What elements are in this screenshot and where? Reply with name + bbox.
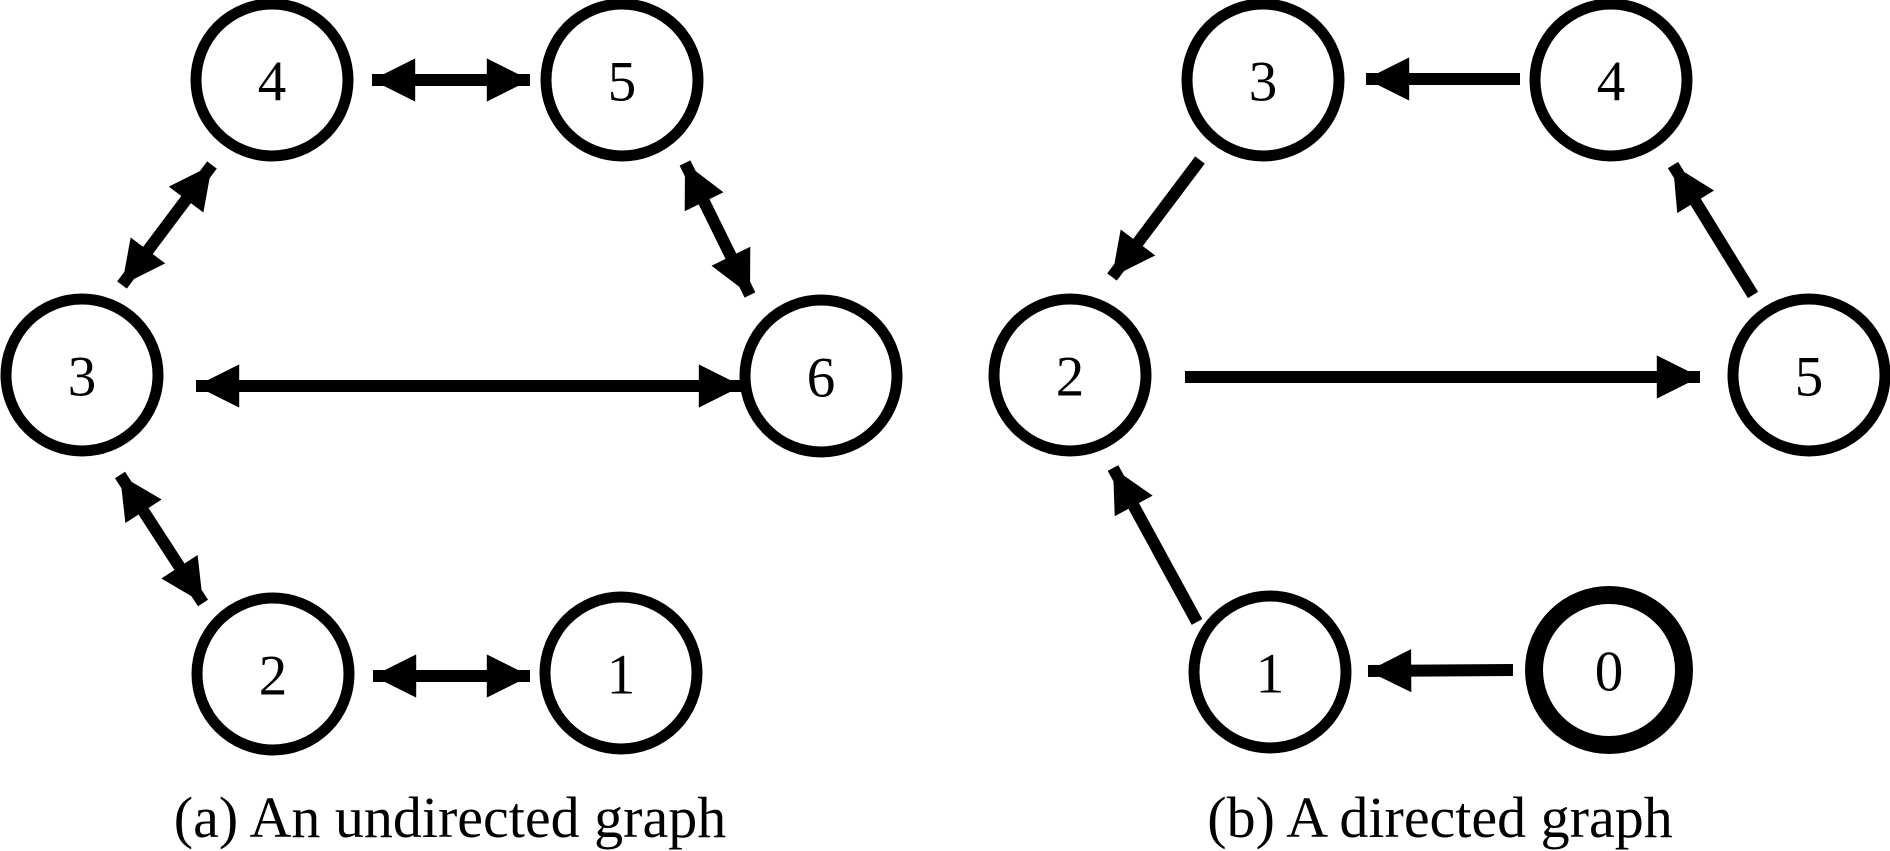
graph-a-node-label-4: 4 [258,51,287,114]
graph-b-node-3 [1181,0,1345,162]
graph-b: 3 4 2 5 1 0 [988,0,1890,754]
graph-a-node-label-6: 6 [807,347,836,410]
graph-b-node-label-2: 2 [1056,346,1085,409]
graph-b-node-0-source [1525,586,1693,754]
edge-0-1-directed [1367,649,1514,693]
graph-a-node-label-5: 5 [608,51,637,114]
graph-b-node-4 [1529,0,1693,162]
graph-b-node-2 [988,293,1152,457]
caption-undirected-graph: (a) An undirected graph [173,785,727,850]
graph-a-node-4 [190,0,354,162]
graph-a-node-label-2: 2 [259,645,288,708]
graph-a-node-label-1: 1 [607,644,636,707]
graph-b-node-label-4: 4 [1597,51,1626,114]
graph-a-node-1 [539,591,703,755]
graph-a-node-5 [540,0,704,162]
graph-a-node-2 [191,592,355,756]
graph-b-node-label-0: 0 [1595,641,1624,704]
edge-1-2-directed [1107,465,1203,625]
graph-b-node-label-1: 1 [1256,643,1285,706]
graph-b-node-label-5: 5 [1795,346,1824,409]
graph-a: 4 5 3 6 2 1 [0,0,903,756]
edge-3-2-undirected [114,471,209,607]
edge-3-4-undirected [117,161,217,289]
edge-5-4-directed [1667,161,1759,299]
edge-3-2-directed [1107,156,1205,281]
graph-b-node-1 [1188,590,1352,754]
graph-b-node-label-3: 3 [1249,51,1278,114]
caption-directed-graph: (b) A directed graph [1207,785,1673,850]
graph-a-node-3 [0,293,164,457]
graph-a-node-6 [739,294,903,458]
graph-a-node-label-3: 3 [68,346,97,409]
graph-b-node-5 [1727,293,1890,457]
edge-5-6-undirected [679,160,756,298]
